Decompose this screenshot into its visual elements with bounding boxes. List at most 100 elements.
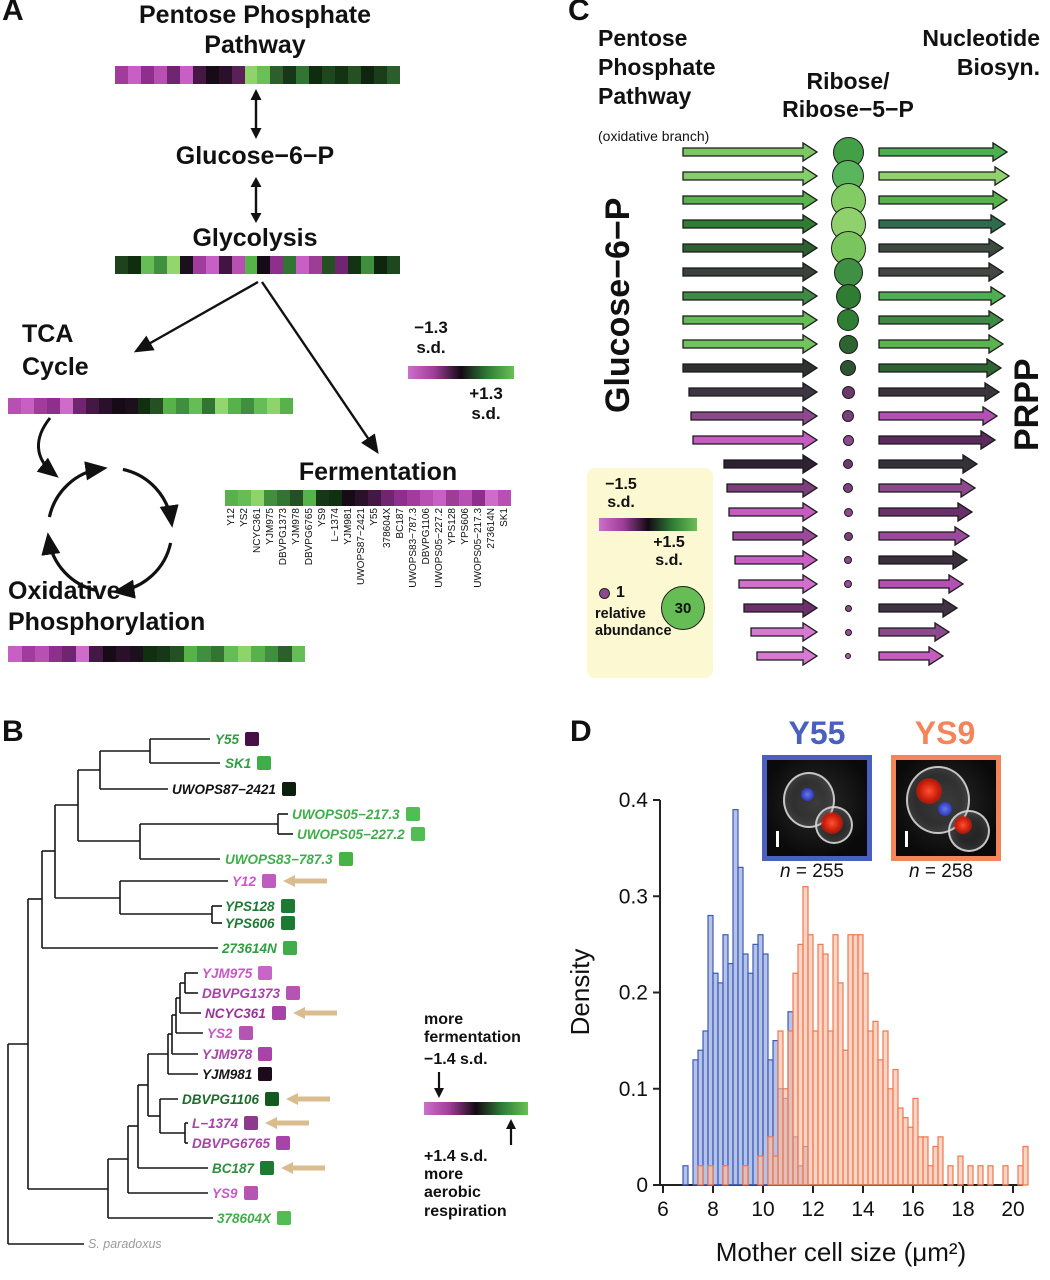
tree-leaf: UWOPS87−2421 <box>172 780 296 798</box>
flux-left-arrow <box>682 261 819 283</box>
tca-heatmap-strip <box>8 398 293 414</box>
heatmap-cell <box>291 646 305 662</box>
heatmap-cell <box>111 398 125 414</box>
histogram-bar <box>682 1165 689 1186</box>
tree-leaf-label: YJM975 <box>202 965 253 981</box>
heatmap-cell <box>115 256 128 274</box>
heatmap-cell <box>20 398 34 414</box>
heatmap-cell <box>231 66 245 84</box>
heatmap-cell <box>102 646 116 662</box>
heatmap-cell <box>137 398 151 414</box>
histogram-bar <box>847 934 854 1186</box>
strain-label: YPS606 <box>460 508 471 545</box>
heatmap-cell <box>183 646 197 662</box>
histogram-bar <box>697 1165 704 1186</box>
histogram-bar <box>792 972 799 1186</box>
strain-label: 273614N <box>486 508 497 549</box>
histogram-bar <box>782 1088 789 1186</box>
flux-right-arrow <box>878 405 999 427</box>
heatmap-cell <box>280 398 293 414</box>
histogram-bar <box>807 934 814 1186</box>
heatmap-cell <box>192 256 206 274</box>
flux-right-arrow <box>878 477 977 499</box>
tree-leaf: UWOPS05−217.3 <box>292 805 420 823</box>
flux-right-arrow <box>878 165 1011 187</box>
heatmap-cell <box>8 646 22 662</box>
flux-right-arrow <box>878 189 1009 211</box>
flux-abundance-circle <box>833 257 863 287</box>
heatmap-cell <box>210 646 224 662</box>
heatmap-cell <box>205 256 219 274</box>
abundance-big-value: 30 <box>674 599 692 617</box>
tree-leaf: Y12 <box>232 872 328 890</box>
histogram-bar <box>857 934 864 1186</box>
heatmap-cell <box>264 646 278 662</box>
flux-left-arrow <box>682 309 819 331</box>
ribose-header-line1: Ribose/ <box>806 68 890 94</box>
tree-leaf-label: SK1 <box>225 755 252 771</box>
histogram-bar <box>707 1165 714 1186</box>
flux-abundance-circle <box>840 360 856 376</box>
y-axis-label: Density <box>565 949 595 1036</box>
legend-c-minus: −1.5 s.d. <box>595 476 647 511</box>
glycolysis-label: Glycolysis <box>192 224 318 252</box>
histogram-bar <box>742 953 749 1186</box>
heatmap-cell <box>115 66 128 84</box>
strain-label: 378604X <box>382 508 393 549</box>
heatmap-cell <box>21 646 35 662</box>
heatmap-cell <box>124 398 138 414</box>
histogram-bar <box>957 1155 964 1186</box>
heatmap-cell <box>348 256 362 274</box>
histogram-bar <box>752 943 759 1186</box>
histogram-bar <box>757 1155 764 1186</box>
histogram-bar <box>1017 1165 1024 1186</box>
tree-leaf: Y55 <box>215 730 260 748</box>
tree-leaf-label: UWOPS05−227.2 <box>297 826 405 842</box>
strain-swatch <box>280 899 295 913</box>
tree-leaf: 378604X <box>217 1209 292 1227</box>
heatmap-cell <box>127 66 141 84</box>
highlight-arrow-icon <box>265 1117 310 1129</box>
histogram-bar <box>1002 1165 1009 1186</box>
flux-abundance-circle <box>844 556 852 564</box>
tree-leaf-label: DBVPG1373 <box>202 985 281 1001</box>
fermentation-heatmap-strip <box>225 490 511 506</box>
flux-left-arrow <box>734 549 819 571</box>
flux-right-arrow <box>878 261 1005 283</box>
flux-right-arrow <box>878 573 965 595</box>
strain-label: L−1374 <box>330 508 341 542</box>
heatmap-cell <box>251 646 265 662</box>
heatmap-cell <box>387 66 400 84</box>
flux-abundance-circle <box>842 410 854 422</box>
flux-legend: −1.5 s.d. +1.5 s.d. 1 relative abundance… <box>587 468 713 678</box>
heatmap-cell <box>407 490 420 506</box>
histogram-bar <box>712 972 719 1186</box>
strain-swatch <box>405 807 420 821</box>
histogram-bar <box>797 943 804 1186</box>
highlight-arrow-icon <box>286 1093 331 1105</box>
tree-leaf: YJM981 <box>202 1065 273 1083</box>
flux-left-arrow <box>682 333 819 355</box>
strain-label: Y55 <box>369 508 380 526</box>
glycolysis-heatmap-strip <box>115 256 400 274</box>
flux-right-arrow <box>878 381 1001 403</box>
heatmap-cell <box>498 490 511 506</box>
heatmap-cell <box>322 66 336 84</box>
svg-text:0.4: 0.4 <box>619 789 649 812</box>
histogram-bar <box>987 1165 994 1186</box>
panel-a: A Pentose Phosphate Pathway Glucose−6−P … <box>0 0 565 715</box>
down-arrow-icon <box>434 1071 444 1098</box>
histogram-bar <box>977 1165 984 1186</box>
histogram-bar <box>732 809 739 1186</box>
n-value: = 255 <box>790 861 844 882</box>
tree-leaf: 273614N <box>222 939 297 957</box>
ribose-header: Ribose/ Ribose−5−P <box>763 68 933 123</box>
vacuole-blob <box>821 812 843 834</box>
legend-c-plus-sd: s.d. <box>655 551 683 569</box>
legend-c-minus-value: −1.5 <box>605 476 637 493</box>
highlight-arrow-icon <box>281 1162 326 1174</box>
flux-abundance-circle <box>842 434 854 446</box>
histogram-bar <box>817 943 824 1186</box>
panel-b-label: B <box>2 715 24 748</box>
respiration-legend: more fermentation −1.4 s.d. +1.4 s.d. mo… <box>424 1011 549 1221</box>
